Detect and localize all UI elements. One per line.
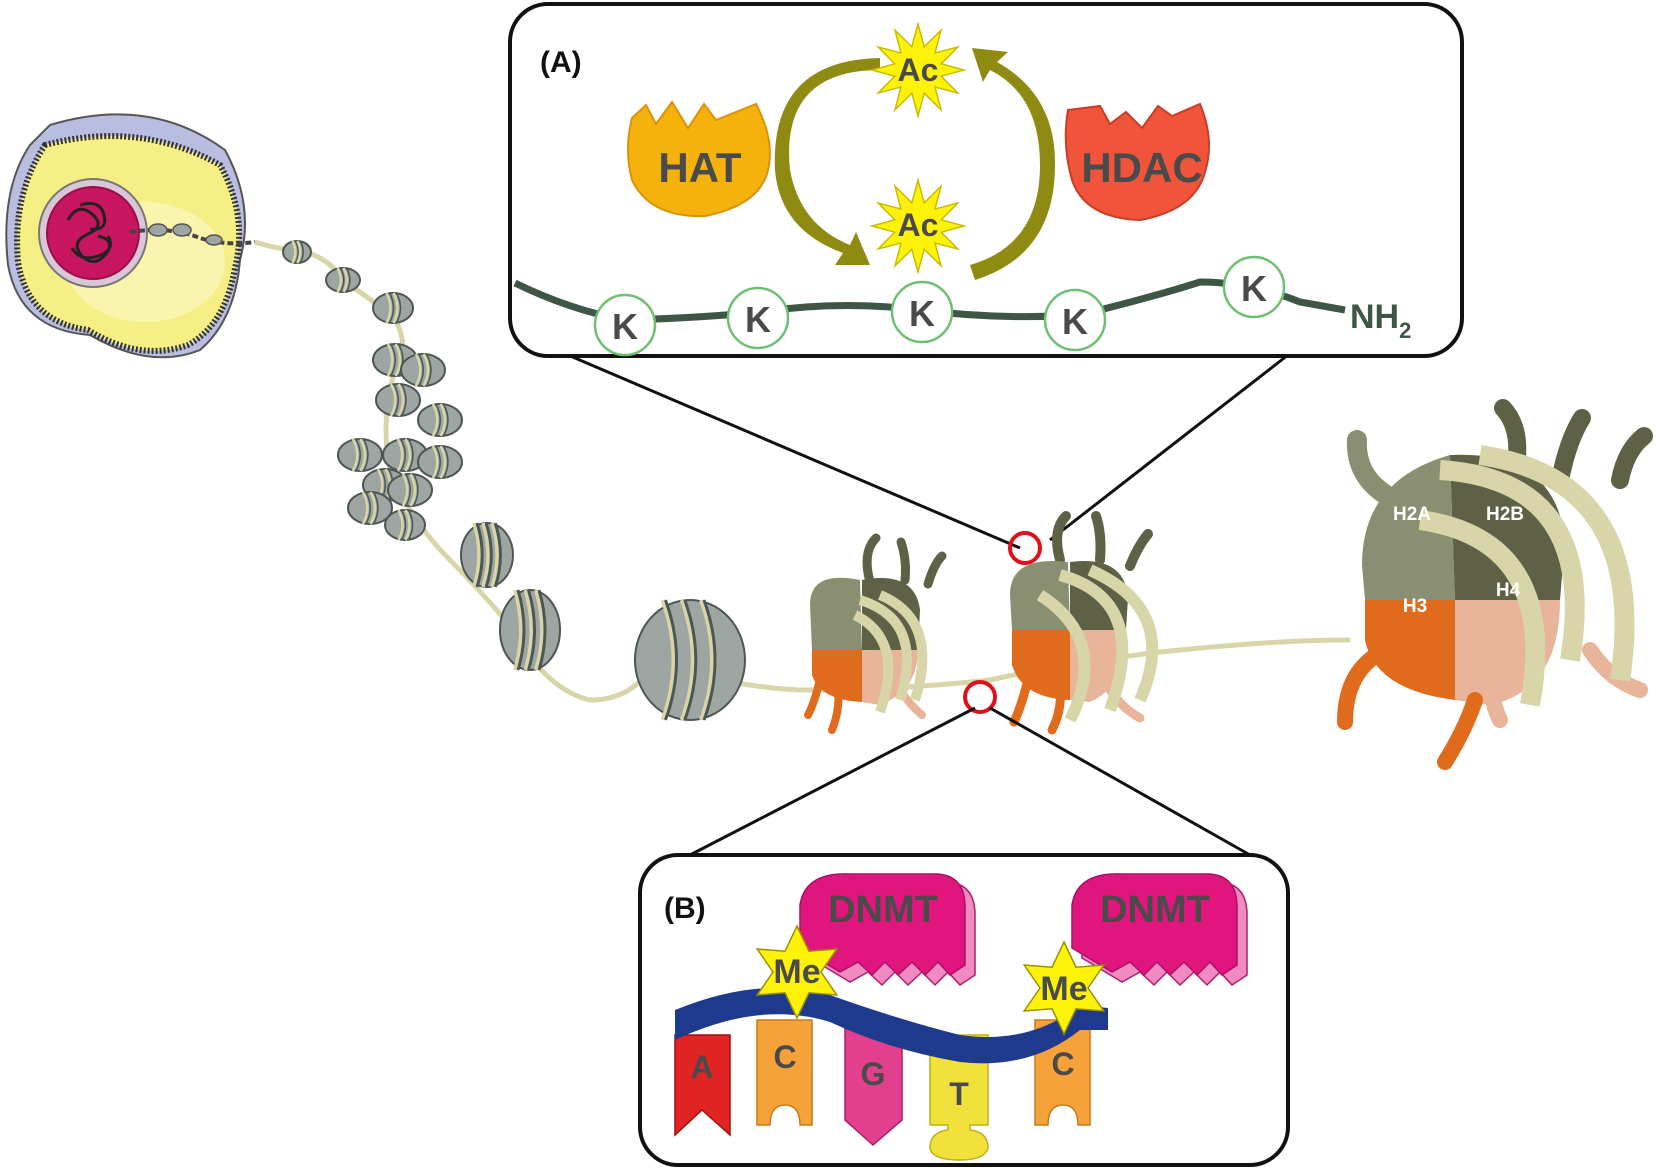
label-h3: H3 (1403, 596, 1427, 617)
svg-text:K: K (1241, 268, 1267, 309)
label-h2a: H2A (1393, 504, 1431, 525)
cell (5, 113, 256, 359)
methyl-label-2: Me (1040, 970, 1087, 1008)
fiber-nucleosome (460, 522, 514, 588)
dnmt-enzyme-1: DNMT (799, 873, 976, 987)
acetyl-star-top: Ac (869, 21, 967, 119)
cycle-arrow-right (970, 48, 1056, 280)
panel-b-title: (B) (664, 892, 706, 925)
chromatin-fiber-nucleosomes (282, 240, 746, 721)
hat-shape (627, 100, 771, 218)
panel-b: (B) A C G T C DNMT (638, 706, 1290, 1167)
svg-text:G: G (861, 1056, 886, 1092)
base-c-1: C (756, 1019, 813, 1126)
hdac-label: HDAC (1081, 144, 1202, 191)
fiber-nucleosome (499, 589, 561, 671)
nucleosome-medium (1009, 511, 1159, 735)
hdac-shape (1064, 102, 1210, 222)
svg-text:K: K (909, 293, 935, 334)
methyl-star-2: Me (1022, 940, 1106, 1036)
panel-a: (A) HAT HDAC Ac Ac K (508, 2, 1464, 550)
svg-text:K: K (612, 306, 638, 347)
histone-h2a (1362, 455, 1455, 600)
fiber-nucleosome (384, 509, 426, 541)
lysine-2: K (726, 286, 790, 350)
svg-text:K: K (745, 299, 771, 340)
histone-h3 (1365, 600, 1455, 700)
svg-text:A: A (690, 1049, 713, 1085)
lysine-1: K (593, 293, 657, 357)
nucleosome-large: H2A H2B H3 H4 (1337, 399, 1653, 770)
acetyl-label-top: Ac (898, 52, 939, 88)
n-terminus-label: NH2 (1350, 298, 1411, 343)
lysine-4: K (1043, 288, 1107, 352)
dnmt-enzyme-2: DNMT (1071, 873, 1248, 987)
panel-a-box (508, 2, 1464, 358)
svg-text:C: C (773, 1039, 796, 1075)
lysine-residues: K K K K K (593, 255, 1286, 357)
acetyl-star-top-shape (869, 21, 967, 119)
methyl-label-1: Me (773, 953, 820, 991)
hat-label: HAT (658, 144, 742, 191)
acetyl-star-bottom-shape (869, 177, 967, 275)
acetyl-label-bottom: Ac (898, 207, 939, 243)
zoom-line-a-left (567, 353, 1021, 550)
fiber-nucleosome (347, 491, 393, 525)
label-h4: H4 (1496, 580, 1521, 601)
svg-text:T: T (949, 1076, 969, 1112)
small-nucleosomes-in-cell (148, 223, 223, 246)
cycle-arrow-left (774, 58, 880, 265)
n-terminus-main: NH (1350, 298, 1399, 336)
fiber-nucleosome (337, 438, 383, 472)
base-g: G (844, 1019, 903, 1146)
fiber-nucleosome (417, 445, 463, 479)
fiber-nucleosome (634, 599, 746, 721)
zoom-line-b-left (689, 706, 976, 857)
fiber-nucleosome (372, 292, 414, 324)
acetylation-cycle (774, 48, 1056, 280)
fiber-nucleosome (325, 267, 361, 293)
chromatin-tangle (66, 201, 112, 263)
methyl-star-2-shape (1022, 940, 1106, 1036)
svg-text:K: K (1062, 301, 1088, 342)
methyl-star-1: Me (755, 924, 839, 1020)
fiber-nucleosome (400, 353, 446, 387)
lysine-3: K (890, 280, 954, 344)
dna-backbone (675, 987, 1108, 1064)
base-t: T (929, 1034, 989, 1161)
zoom-line-b-right (989, 706, 1251, 857)
panel-a-title: (A) (540, 46, 582, 79)
zoom-line-a-right (1049, 353, 1289, 542)
n-terminus-subscript: 2 (1399, 318, 1411, 343)
hdac-enzyme: HDAC (1064, 102, 1210, 222)
fiber-nucleosome (417, 403, 463, 437)
nucleosome-small (804, 533, 947, 734)
hat-enzyme: HAT (627, 100, 771, 218)
label-h2b: H2B (1486, 504, 1524, 525)
fiber-nucleosome (282, 240, 312, 264)
fiber-nucleosome (387, 473, 433, 507)
svg-text:C: C (1051, 1046, 1074, 1082)
zoom-marker-histone-tail (1008, 531, 1042, 565)
methyl-star-1-shape (755, 924, 839, 1020)
base-a: A (674, 1034, 731, 1137)
fiber-nucleosome (375, 383, 421, 417)
dnmt-label-1: DNMT (828, 889, 938, 931)
lysine-5: K (1222, 255, 1286, 319)
acetyl-star-bottom: Ac (869, 177, 967, 275)
dnmt-label-2: DNMT (1100, 889, 1210, 931)
fiber-nucleosome (382, 438, 428, 472)
zoom-marker-dna (963, 680, 997, 714)
